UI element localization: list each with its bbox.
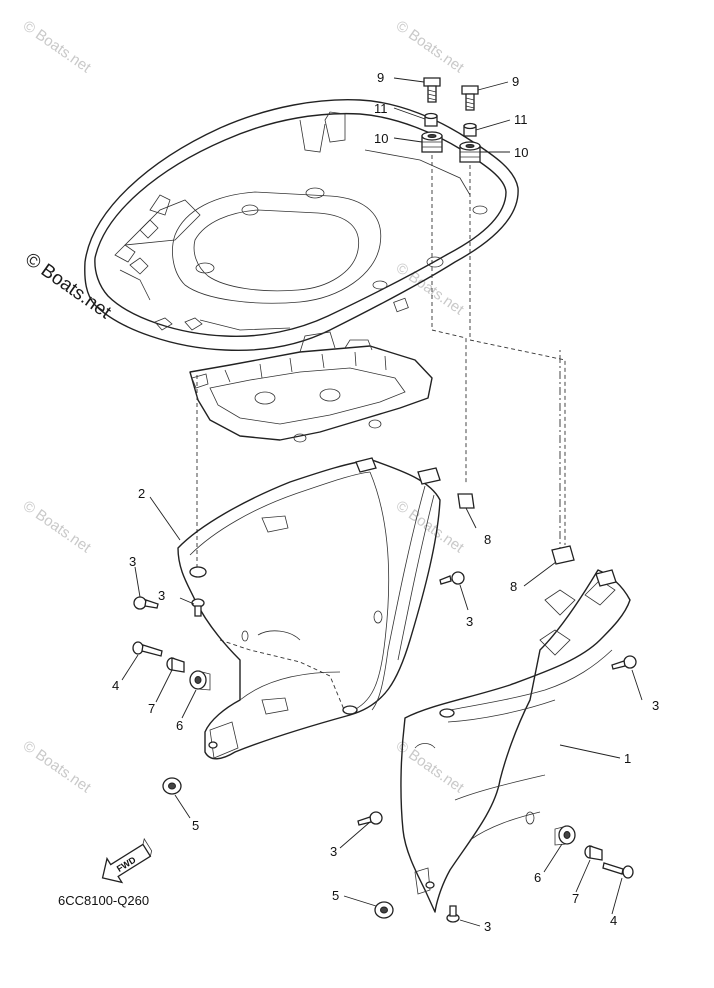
callout-3: 3 [129, 554, 136, 569]
engine-mount-base [189, 331, 433, 443]
callouts: 9 9 11 11 10 10 2 8 8 3 3 3 3 3 3 1 4 4 … [112, 70, 659, 934]
side-cover-right [400, 545, 631, 913]
grommet-5-right [374, 901, 394, 919]
callout-3: 3 [652, 698, 659, 713]
watermark-text: © Boats.net [20, 17, 95, 76]
watermark-text: © Boats.net [393, 17, 468, 76]
hardware-stack-right [459, 85, 481, 163]
callout-3: 3 [484, 919, 491, 934]
callout-9: 9 [377, 70, 384, 85]
collar-7-right [584, 845, 603, 861]
grommet-5-left [162, 777, 182, 795]
watermark-text: © Boats.net [393, 259, 468, 318]
grommet-6-left [189, 670, 211, 691]
watermark-text: © Boats.net [20, 737, 95, 796]
callout-3: 3 [330, 844, 337, 859]
bolt-4-right [602, 862, 634, 879]
callout-10: 10 [514, 145, 528, 160]
watermark-text: © Boats.net [393, 497, 468, 556]
fwd-arrow: FWD [101, 837, 153, 884]
screw-3-right [611, 655, 637, 670]
screw-3-mid [439, 571, 465, 585]
screw-3-bottom-left [357, 811, 383, 826]
side-cover-left [177, 457, 475, 760]
callout-3: 3 [158, 588, 165, 603]
callout-5: 5 [332, 888, 339, 903]
leader-lines [121, 77, 643, 927]
watermark-text: © Boats.net [393, 737, 468, 796]
callout-1: 1 [624, 751, 631, 766]
collar-7-left [166, 657, 185, 673]
callout-5: 5 [192, 818, 199, 833]
hardware-stack-left [421, 77, 443, 153]
screw-3-left-b [191, 598, 205, 617]
loose-hardware [132, 571, 637, 923]
drawing-code: 6CC8100-Q260 [58, 893, 149, 908]
callout-7: 7 [572, 891, 579, 906]
callout-9: 9 [512, 74, 519, 89]
callout-11: 11 [514, 112, 528, 127]
screw-3-bottom [446, 905, 460, 923]
callout-7: 7 [148, 701, 155, 716]
watermarks: © Boats.net © Boats.net © Boats.net © Bo… [20, 17, 468, 796]
grommet-6-right [554, 825, 576, 846]
callout-11: 11 [374, 101, 388, 116]
bolt-4-left [132, 641, 163, 657]
callout-2: 2 [138, 486, 145, 501]
callout-8: 8 [484, 532, 491, 547]
callout-8: 8 [510, 579, 517, 594]
callout-6: 6 [176, 718, 183, 733]
bottom-cowling-upper [84, 99, 519, 352]
callout-4: 4 [112, 678, 119, 693]
screw-3-left-a [133, 596, 159, 610]
callout-6: 6 [534, 870, 541, 885]
callout-10: 10 [374, 131, 388, 146]
callout-4: 4 [610, 913, 617, 928]
watermark-text: © Boats.net [20, 497, 95, 556]
alignment-lines [196, 155, 566, 713]
callout-3: 3 [466, 614, 473, 629]
